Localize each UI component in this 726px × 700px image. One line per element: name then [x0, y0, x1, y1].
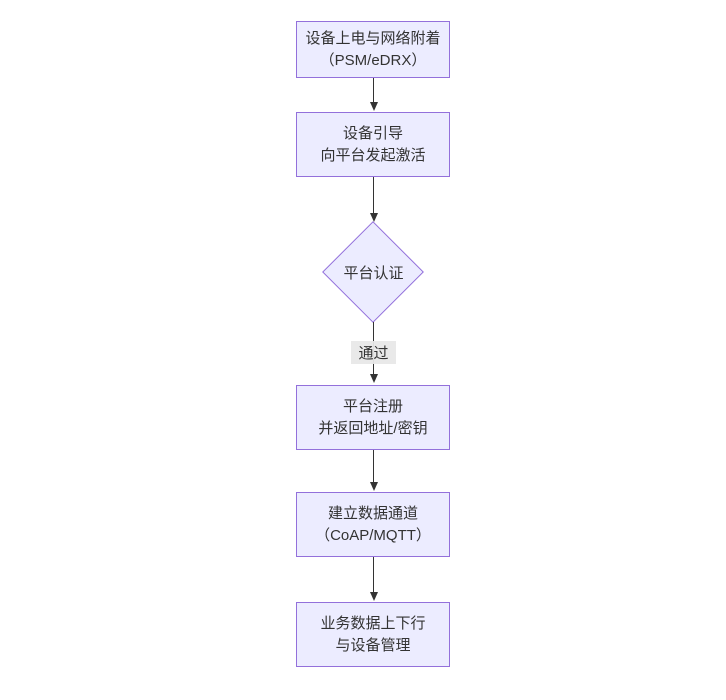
- node-text-line: 与设备管理: [335, 636, 411, 654]
- node-data-channel: 建立数据通道 （CoAP/MQTT）: [296, 492, 450, 557]
- arrowhead-icon: [369, 482, 378, 491]
- node-text-line: 向平台发起激活: [320, 146, 426, 164]
- node-business-data: 业务数据上下行 与设备管理: [296, 602, 450, 667]
- arrowhead-icon: [369, 592, 378, 601]
- node-text-line: 平台注册: [342, 397, 403, 415]
- node-device-bootstrap: 设备引导 向平台发起激活: [296, 112, 450, 177]
- node-text-line: （CoAP/MQTT）: [315, 526, 431, 544]
- edge-bootstrap-to-auth: [368, 177, 379, 222]
- edge-power-to-bootstrap: [368, 78, 379, 111]
- node-platform-auth: 平台认证: [322, 221, 425, 324]
- edge-line: [373, 78, 374, 102]
- node-text-line: 业务数据上下行: [320, 614, 426, 632]
- edge-line: [373, 450, 374, 482]
- arrowhead-icon: [369, 102, 378, 111]
- node-text-line: 设备引导: [342, 124, 403, 142]
- arrowhead-icon: [369, 374, 378, 383]
- node-platform-register: 平台注册 并返回地址/密钥: [296, 385, 450, 450]
- edge-register-to-channel: [368, 450, 379, 491]
- node-text-line: 建立数据通道: [327, 504, 418, 522]
- node-text-line: 并返回地址/密钥: [318, 419, 428, 437]
- edge-line: [373, 557, 374, 592]
- node-text-line: （PSM/eDRX）: [319, 51, 427, 69]
- edge-channel-to-business: [368, 557, 379, 601]
- arrowhead-icon: [369, 213, 378, 222]
- node-text-line: 设备上电与网络附着: [305, 29, 441, 47]
- node-text-line: 平台认证: [343, 265, 404, 282]
- edge-label-pass: 通过: [351, 341, 396, 364]
- edge-line: [373, 177, 374, 213]
- node-power-attach: 设备上电与网络附着 （PSM/eDRX）: [296, 21, 450, 78]
